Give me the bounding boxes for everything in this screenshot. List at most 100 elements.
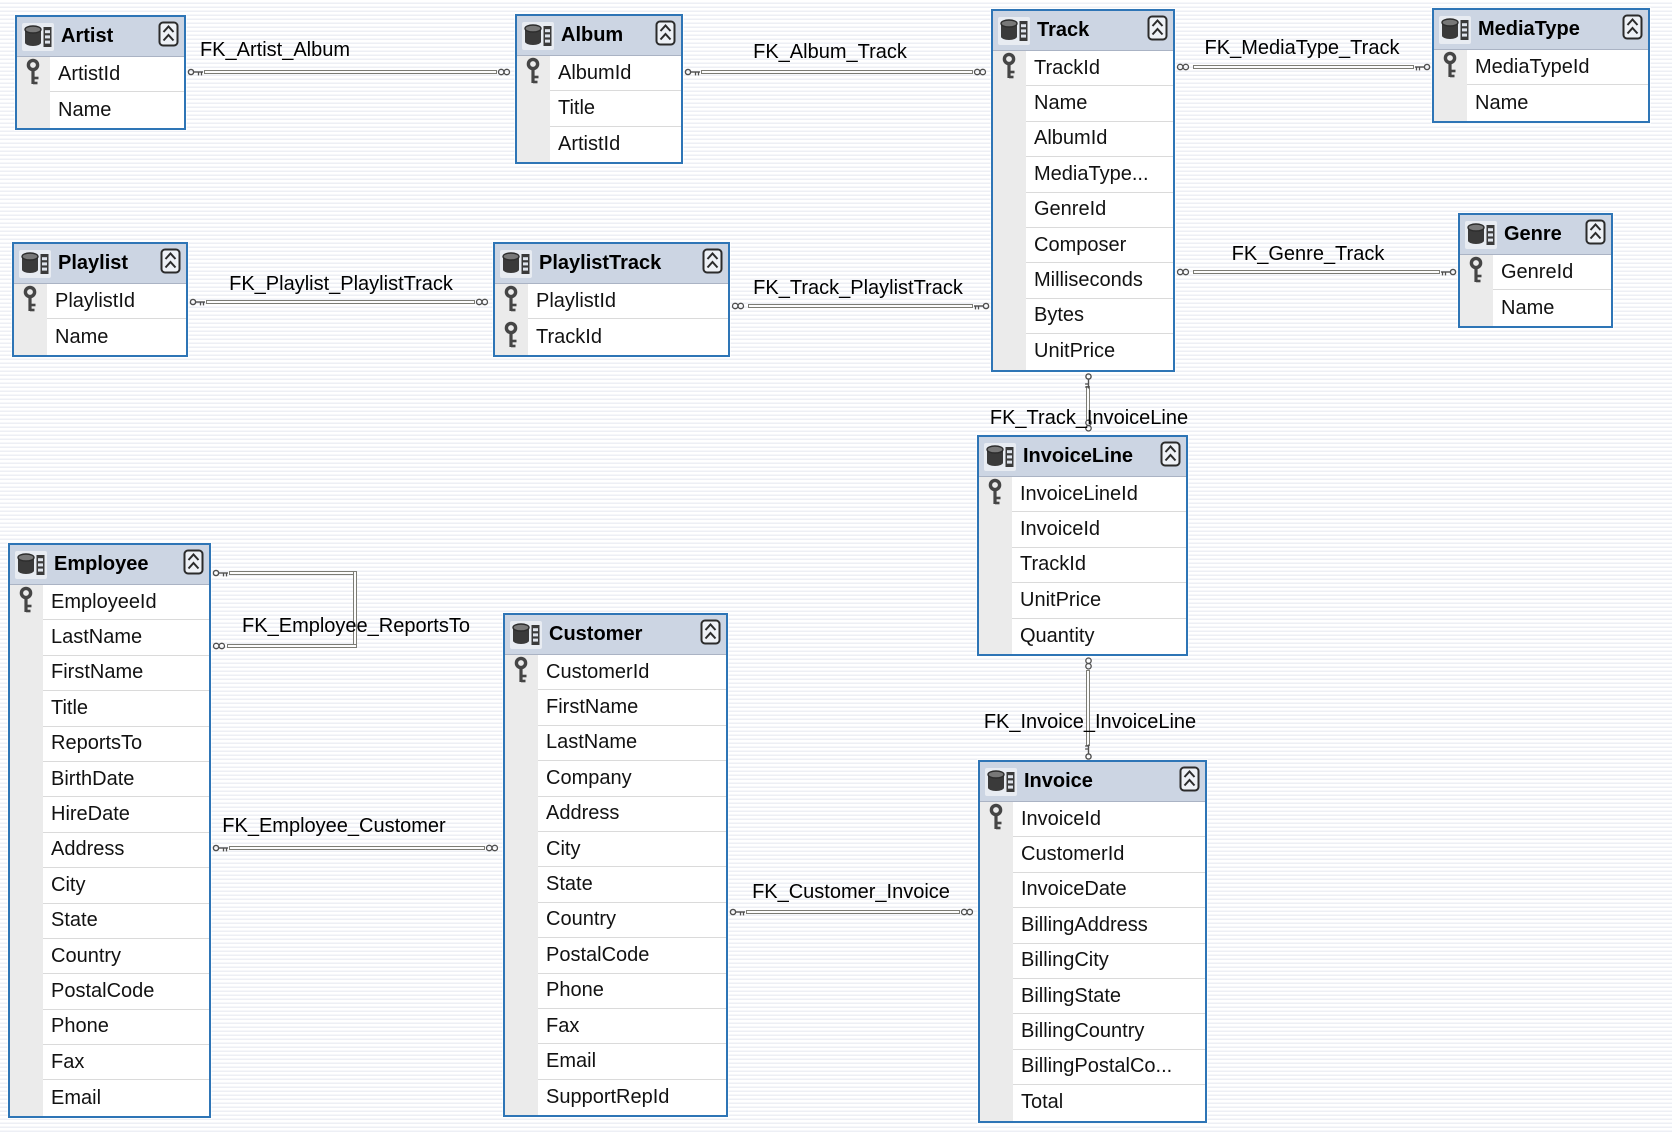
collapse-button[interactable] — [702, 248, 723, 279]
relationship-line-fk_employee_reportsto[interactable] — [229, 571, 357, 575]
relationship-line-fk_customer_invoice[interactable] — [746, 910, 960, 914]
collapse-button[interactable] — [183, 549, 204, 580]
relationship-label[interactable]: FK_Playlist_PlaylistTrack — [229, 273, 453, 295]
relationship-line-fk_employee_reportsto[interactable] — [227, 644, 357, 648]
column-row[interactable]: EmployeeId — [10, 585, 209, 621]
table-header-playlisttrack[interactable]: PlaylistTrack — [495, 244, 728, 284]
column-row[interactable]: City — [10, 868, 209, 904]
column-row[interactable]: CustomerId — [505, 655, 726, 691]
table-header-invoiceline[interactable]: InvoiceLine — [979, 437, 1186, 477]
table-header-track[interactable]: Track — [993, 11, 1173, 51]
column-row[interactable]: MediaTypeId — [1434, 50, 1648, 86]
column-row[interactable]: Fax — [10, 1045, 209, 1081]
column-row[interactable]: Name — [17, 92, 184, 128]
column-row[interactable]: TrackId — [495, 319, 728, 355]
relationship-label[interactable]: FK_Artist_Album — [199, 39, 351, 61]
collapse-button[interactable] — [655, 20, 676, 51]
column-row[interactable]: InvoiceLineId — [979, 477, 1186, 513]
table-header-playlist[interactable]: Playlist — [14, 244, 186, 284]
column-row[interactable]: Title — [517, 91, 681, 127]
column-row[interactable]: Email — [505, 1044, 726, 1080]
column-row[interactable]: BillingState — [980, 978, 1205, 1015]
column-row[interactable]: Name — [1434, 85, 1648, 121]
column-row[interactable]: AlbumId — [517, 56, 681, 92]
column-row[interactable]: MediaType... — [993, 157, 1173, 193]
column-row[interactable]: FirstName — [505, 690, 726, 726]
column-row[interactable]: City — [505, 831, 726, 868]
column-row[interactable]: TrackId — [993, 51, 1173, 87]
collapse-button[interactable] — [700, 619, 721, 650]
collapse-button[interactable] — [1147, 15, 1168, 46]
collapse-button[interactable] — [160, 248, 181, 279]
relationship-line-fk_invoice_invoiceline[interactable] — [1086, 670, 1090, 746]
relationship-label[interactable]: FK_Track_PlaylistTrack — [753, 277, 963, 299]
column-row[interactable]: TrackId — [979, 547, 1186, 584]
column-row[interactable]: PostalCode — [10, 974, 209, 1010]
column-row[interactable]: Phone — [505, 973, 726, 1009]
column-row[interactable]: ArtistId — [17, 57, 184, 93]
column-row[interactable]: SupportRepId — [505, 1079, 726, 1116]
collapse-button[interactable] — [1622, 14, 1643, 45]
column-row[interactable]: Country — [10, 938, 209, 975]
column-row[interactable]: Title — [10, 691, 209, 727]
column-row[interactable]: UnitPrice — [979, 583, 1186, 619]
column-row[interactable]: State — [10, 903, 209, 939]
column-row[interactable]: HireDate — [10, 797, 209, 833]
column-row[interactable]: Bytes — [993, 298, 1173, 335]
column-row[interactable]: LastName — [505, 725, 726, 762]
column-row[interactable]: InvoiceId — [980, 802, 1205, 838]
column-row[interactable]: Email — [10, 1080, 209, 1116]
column-row[interactable]: Composer — [993, 227, 1173, 264]
table-header-mediatype[interactable]: MediaType — [1434, 10, 1648, 50]
table-header-artist[interactable]: Artist — [17, 17, 184, 57]
table-header-invoice[interactable]: Invoice — [980, 762, 1205, 802]
collapse-button[interactable] — [1179, 766, 1200, 797]
relationship-label[interactable]: FK_Track_InvoiceLine — [989, 407, 1189, 429]
relationship-line-fk_employee_customer[interactable] — [229, 846, 485, 850]
column-row[interactable]: BillingAddress — [980, 908, 1205, 944]
column-row[interactable]: Total — [980, 1085, 1205, 1121]
column-row[interactable]: ReportsTo — [10, 726, 209, 762]
relationship-line-fk_artist_album[interactable] — [204, 70, 497, 74]
column-row[interactable]: ArtistId — [517, 126, 681, 163]
relationship-line-fk_track_playlisttrack[interactable] — [748, 304, 973, 308]
table-header-customer[interactable]: Customer — [505, 615, 726, 655]
column-row[interactable]: PostalCode — [505, 938, 726, 974]
column-row[interactable]: Quantity — [979, 618, 1186, 654]
column-row[interactable]: Name — [1460, 290, 1611, 326]
relationship-label[interactable]: FK_Album_Track — [753, 41, 907, 63]
relationship-label[interactable]: FK_Employee_ReportsTo — [242, 615, 470, 637]
collapse-button[interactable] — [1585, 219, 1606, 250]
column-row[interactable]: Name — [993, 86, 1173, 122]
table-header-genre[interactable]: Genre — [1460, 215, 1611, 255]
relationship-label[interactable]: FK_Employee_Customer — [222, 815, 446, 837]
relationship-label[interactable]: FK_Genre_Track — [1231, 243, 1385, 265]
relationship-label[interactable]: FK_Customer_Invoice — [752, 881, 950, 903]
column-row[interactable]: GenreId — [1460, 255, 1611, 291]
relationship-label[interactable]: FK_MediaType_Track — [1204, 37, 1400, 59]
column-row[interactable]: PlaylistId — [14, 284, 186, 320]
column-row[interactable]: State — [505, 867, 726, 903]
column-row[interactable]: UnitPrice — [993, 334, 1173, 370]
relationship-line-fk_album_track[interactable] — [701, 70, 973, 74]
column-row[interactable]: PlaylistId — [495, 284, 728, 320]
column-row[interactable]: BillingCity — [980, 943, 1205, 979]
column-row[interactable]: Address — [10, 832, 209, 869]
column-row[interactable]: AlbumId — [993, 121, 1173, 158]
collapse-button[interactable] — [158, 21, 179, 52]
column-row[interactable]: LastName — [10, 620, 209, 656]
column-row[interactable]: BillingPostalCo... — [980, 1049, 1205, 1086]
table-header-employee[interactable]: Employee — [10, 545, 209, 585]
column-row[interactable]: InvoiceId — [979, 512, 1186, 548]
column-row[interactable]: Address — [505, 796, 726, 832]
column-row[interactable]: Phone — [10, 1009, 209, 1046]
column-row[interactable]: CustomerId — [980, 837, 1205, 873]
column-row[interactable]: BillingCountry — [980, 1014, 1205, 1050]
relationship-line-fk_playlist_playlisttrack[interactable] — [206, 300, 475, 304]
table-header-album[interactable]: Album — [517, 16, 681, 56]
relationship-line-fk_genre_track[interactable] — [1193, 270, 1440, 274]
collapse-button[interactable] — [1160, 441, 1181, 472]
relationship-label[interactable]: FK_Invoice_InvoiceLine — [983, 711, 1197, 733]
relationship-line-fk_mediatype_track[interactable] — [1193, 65, 1414, 69]
column-row[interactable]: Country — [505, 902, 726, 939]
